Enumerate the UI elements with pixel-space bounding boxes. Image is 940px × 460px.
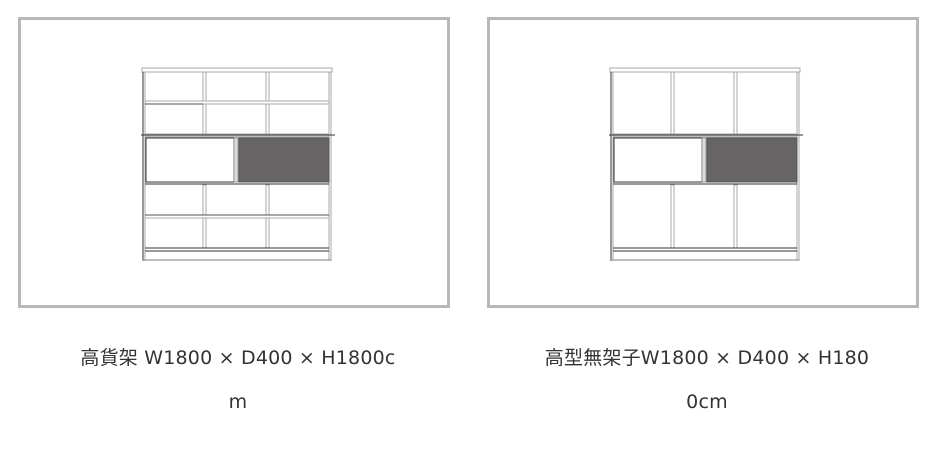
shelf-illustration-with-shelves — [141, 67, 335, 261]
product-image-frame[interactable] — [487, 17, 919, 308]
shelf-illustration-tall-cubbies — [609, 67, 803, 261]
product-caption[interactable]: 高貨架 W1800 × D400 × H1800c m — [18, 336, 458, 424]
product-caption-line1[interactable]: 高貨架 W1800 × D400 × H1800c — [80, 347, 396, 369]
product-caption-line1[interactable]: 高型無架子W1800 × D400 × H180 — [544, 347, 870, 369]
product-caption-line2[interactable]: 0cm — [686, 391, 728, 413]
product-image-frame[interactable] — [18, 17, 450, 308]
product-caption-line2[interactable]: m — [228, 391, 248, 413]
product-caption[interactable]: 高型無架子W1800 × D400 × H180 0cm — [487, 336, 927, 424]
